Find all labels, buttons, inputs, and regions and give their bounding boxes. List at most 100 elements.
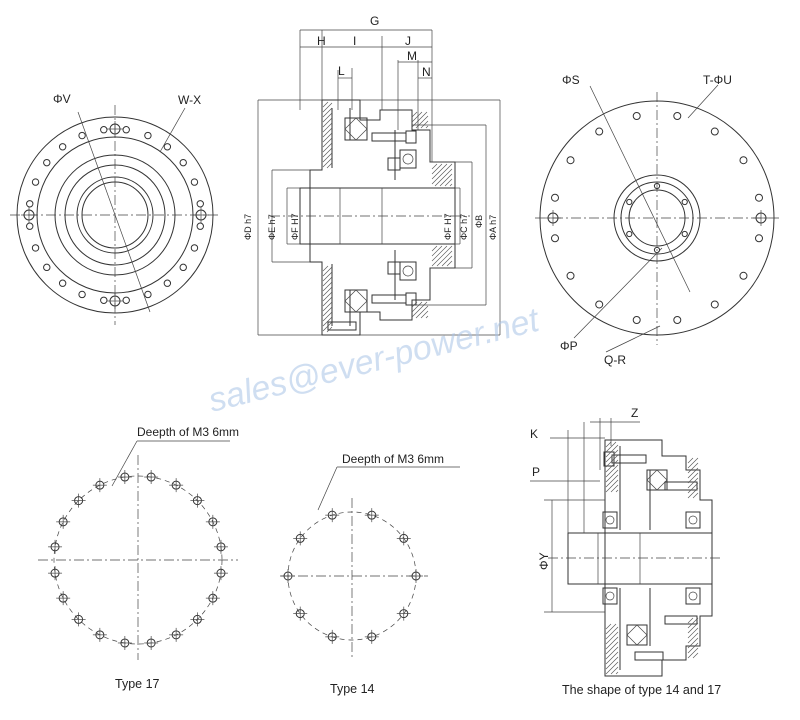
dim-z: Z [631,406,638,420]
tapped-hole [396,606,411,621]
type17-note: Deepth of M3 6mm [137,425,239,439]
dim-phi-b: ΦB [474,215,484,228]
tapped-hole [144,470,159,485]
rear-view: ΦS T-ΦU ΦP Q-R [535,73,782,367]
label-phi-v: ΦV [53,92,71,106]
type14-17-section-view: K Z P ΦY The shape of type 14 and 17 [530,406,722,697]
dim-p: P [532,465,540,479]
shape-caption: The shape of type 14 and 17 [562,683,721,697]
tapped-hole [144,635,159,650]
bolt-hole [163,143,172,151]
type17-pattern: Deepth of M3 6mm Type 17 [38,425,239,691]
dim-phi-f-left: ΦF H7 [290,213,300,240]
tapped-hole [56,591,71,606]
dim-h: H [317,34,326,48]
type14-caption: Type 14 [330,682,375,696]
tapped-hole [213,566,228,581]
bolt-hole [179,158,187,167]
inner-hole [681,198,688,206]
bolt-hole [144,290,152,299]
tapped-hole [293,606,308,621]
bolt-hole [190,244,199,252]
tapped-hole [325,508,340,523]
pin-hole [545,210,561,226]
tapped-hole [325,629,340,644]
tapped-hole [92,478,107,493]
section-hatching [322,101,453,333]
type14-pattern: Deepth of M3 6mm Type 14 [280,452,460,696]
tapped-hole [364,629,379,644]
dim-phi-y: ΦY [537,552,551,570]
tapped-hole [117,635,132,650]
tapped-holes [48,470,228,650]
pin-hole [193,207,209,223]
dim-phi-f-right: ΦF H7 [443,213,453,240]
front-view: ΦV W-X [10,92,220,325]
bolt-hole [43,158,51,167]
pin-hole [21,207,37,223]
bolt-hole [144,131,152,140]
bolt-hole [100,296,108,304]
bolt-hole [58,279,67,287]
bolt-hole [196,222,204,230]
pin-hole [107,293,123,309]
dim-g: G [370,14,379,28]
bolt-hole [739,156,748,165]
bolt-hole [550,193,559,202]
dim-phi-a: ΦA h7 [488,215,498,240]
dim-i: I [353,34,356,48]
dim-m: M [407,49,417,63]
label-phi-p: ΦP [560,339,578,353]
tapped-holes [281,508,423,644]
dim-n: N [422,65,431,79]
dim-phi-e: ΦE h7 [267,214,277,240]
tapped-hole [117,470,132,485]
dim-j: J [405,34,411,48]
bolt-hole [710,300,719,309]
bolt-hole [58,143,67,151]
bolt-hole [31,244,40,252]
inner-hole [681,230,688,238]
tapped-hole [293,531,308,546]
tapped-hole [190,612,205,627]
label-phi-s: ΦS [562,73,580,87]
inner-hole [626,198,633,206]
bolt-hole [566,271,575,280]
pin-hole [753,210,769,226]
bolt-hole [78,290,86,299]
label-q-r: Q-R [604,353,626,367]
dim-k: K [530,427,538,441]
bolt-hole [673,111,682,120]
inner-hole [653,182,661,190]
bolt-hole [196,200,204,208]
label-t-u: T-ΦU [703,73,732,87]
tapped-hole [92,627,107,642]
bolt-hole [26,222,34,230]
bolt-hole [43,263,51,272]
tapped-hole [396,531,411,546]
bolt-hole [595,127,604,136]
tapped-hole [205,591,220,606]
watermark: sales@ever-power.net [205,301,544,420]
dim-l: L [338,64,345,78]
tapped-hole [281,569,295,583]
bolt-hole [31,178,40,186]
bolt-hole [26,200,34,208]
tapped-hole [364,508,379,523]
bolt-hole [163,279,172,287]
bolt-hole [566,156,575,165]
section-hatching [605,441,699,675]
tapped-hole [48,566,63,581]
bolt-hole [78,131,86,140]
bolt-hole [739,271,748,280]
bolt-holes [21,121,209,309]
bolt-hole [673,316,682,325]
tapped-hole [71,493,86,508]
bolt-hole [190,178,199,186]
bolt-hole [632,316,641,325]
tapped-hole [48,539,63,554]
inner-hole [626,230,633,238]
bolt-hole [100,126,108,134]
tapped-hole [56,514,71,529]
